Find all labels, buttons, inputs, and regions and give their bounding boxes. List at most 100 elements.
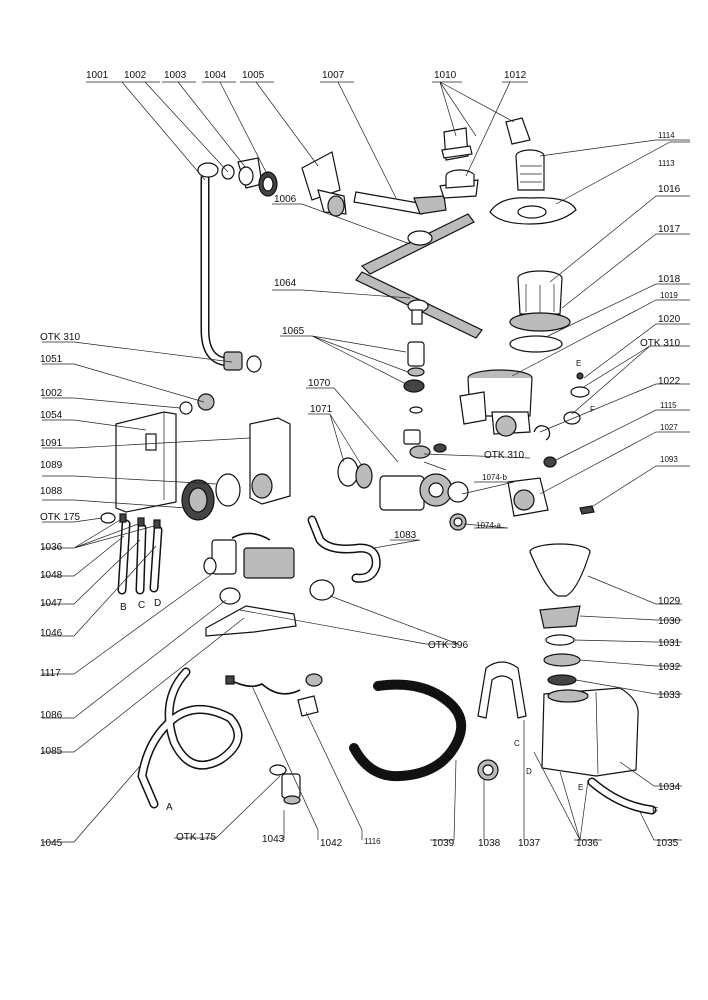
label-1054: 1054 bbox=[40, 410, 63, 421]
hose-1035-inner bbox=[589, 779, 655, 813]
label-1042: 1042 bbox=[320, 838, 343, 849]
label-e1: E bbox=[576, 359, 581, 368]
label-1047: 1047 bbox=[40, 598, 63, 609]
label-1020: 1020 bbox=[658, 314, 681, 325]
label-1051: 1051 bbox=[40, 354, 63, 365]
label-1003: 1003 bbox=[164, 70, 187, 81]
label-1029: 1029 bbox=[658, 596, 681, 607]
clamp-1074b bbox=[447, 481, 469, 503]
valve-1086 bbox=[203, 532, 295, 579]
pump-1070 bbox=[379, 429, 453, 511]
label-1093: 1093 bbox=[660, 455, 678, 464]
label-1038: 1038 bbox=[478, 838, 501, 849]
valve-1043 bbox=[269, 764, 301, 805]
label-1027: 1027 bbox=[660, 423, 678, 432]
corrugated-hose-1039 bbox=[349, 679, 467, 782]
label-1036a: 1036 bbox=[40, 542, 63, 553]
label-1019: 1019 bbox=[660, 291, 678, 300]
nut-1038 bbox=[477, 759, 499, 781]
sensor-1116 bbox=[297, 673, 323, 717]
label-1001: 1001 bbox=[86, 70, 109, 81]
ring-1031 bbox=[545, 634, 575, 646]
clamp-1074a bbox=[449, 513, 467, 531]
label-1117: 1117 bbox=[40, 668, 61, 679]
label-1043: 1043 bbox=[262, 834, 285, 845]
label-1005: 1005 bbox=[242, 70, 265, 81]
label-1071: 1071 bbox=[310, 404, 333, 415]
label-otk175-b: OTK 175 bbox=[176, 832, 216, 843]
label-1115: 1115 bbox=[660, 401, 677, 410]
clips-1010 bbox=[441, 117, 531, 161]
label-a: A bbox=[166, 802, 173, 813]
label-1074a: 1074-a bbox=[476, 521, 501, 530]
label-otk175-a: OTK 175 bbox=[40, 512, 80, 523]
filter-1114 bbox=[515, 149, 545, 191]
bracket-1037 bbox=[477, 661, 527, 719]
label-1048: 1048 bbox=[40, 570, 63, 581]
leader-lines bbox=[42, 81, 690, 843]
label-1116: 1116 bbox=[364, 837, 381, 846]
tank-1091 bbox=[249, 417, 291, 505]
label-1065: 1065 bbox=[282, 326, 305, 337]
part-labels: 1001 1002 1003 1004 1005 1007 1010 1012 … bbox=[40, 70, 681, 849]
plate-1030 bbox=[539, 605, 581, 629]
label-1088: 1088 bbox=[40, 486, 63, 497]
label-c: C bbox=[138, 600, 145, 611]
ring-1051 bbox=[197, 393, 215, 411]
label-1046: 1046 bbox=[40, 628, 63, 639]
label-e2: E bbox=[578, 783, 583, 792]
spray-tube-1007 bbox=[353, 191, 447, 215]
drain-hose-1001 bbox=[197, 162, 262, 373]
label-1113: 1113 bbox=[658, 159, 675, 168]
clamp-otk175 bbox=[100, 512, 116, 524]
label-1007: 1007 bbox=[322, 70, 345, 81]
label-1070: 1070 bbox=[308, 378, 331, 389]
label-1083: 1083 bbox=[394, 530, 417, 541]
spray-arm-1064 bbox=[355, 213, 483, 339]
label-1018: 1018 bbox=[658, 274, 681, 285]
fuse-1115 bbox=[543, 456, 557, 468]
label-1114: 1114 bbox=[658, 131, 675, 140]
label-1032: 1032 bbox=[658, 662, 681, 673]
filter-plate-1113 bbox=[489, 197, 577, 225]
label-1033: 1033 bbox=[658, 690, 681, 701]
screw-e-1020 bbox=[576, 372, 584, 380]
label-d2: D bbox=[526, 767, 532, 776]
hose-1083 bbox=[307, 515, 381, 583]
nut-1004 bbox=[258, 171, 278, 197]
tank-1054 bbox=[115, 411, 177, 513]
label-1085: 1085 bbox=[40, 746, 63, 757]
hose-1045 bbox=[137, 667, 243, 809]
label-1006: 1006 bbox=[274, 194, 297, 205]
ring-1002b bbox=[179, 401, 193, 415]
disc-1088 bbox=[181, 479, 215, 521]
label-1034: 1034 bbox=[658, 782, 681, 793]
label-1031: 1031 bbox=[658, 638, 681, 649]
grommet-1071 bbox=[337, 457, 373, 489]
label-f1: F bbox=[590, 405, 595, 414]
ring-1033 bbox=[547, 674, 577, 686]
label-otk310-c: OTK 310 bbox=[484, 450, 524, 461]
label-1091: 1091 bbox=[40, 438, 63, 449]
softener-1034 bbox=[541, 687, 639, 777]
label-1010: 1010 bbox=[434, 70, 457, 81]
label-b: B bbox=[120, 602, 127, 613]
clamp-1085 bbox=[219, 587, 241, 605]
ring-1032 bbox=[543, 653, 581, 667]
funnel-1029 bbox=[529, 543, 591, 597]
label-1002b: 1002 bbox=[40, 388, 63, 399]
label-f2: F bbox=[652, 806, 658, 817]
label-1086: 1086 bbox=[40, 710, 63, 721]
label-1004: 1004 bbox=[204, 70, 227, 81]
label-1022: 1022 bbox=[658, 376, 681, 387]
label-1030: 1030 bbox=[658, 616, 681, 627]
label-1039: 1039 bbox=[432, 838, 455, 849]
label-1035: 1035 bbox=[656, 838, 679, 849]
label-otk396: OTK 396 bbox=[428, 640, 468, 651]
motor-1027 bbox=[507, 477, 549, 517]
label-1036b: 1036 bbox=[576, 838, 599, 849]
label-1045: 1045 bbox=[40, 838, 63, 849]
label-1074b: 1074-b bbox=[482, 473, 507, 482]
